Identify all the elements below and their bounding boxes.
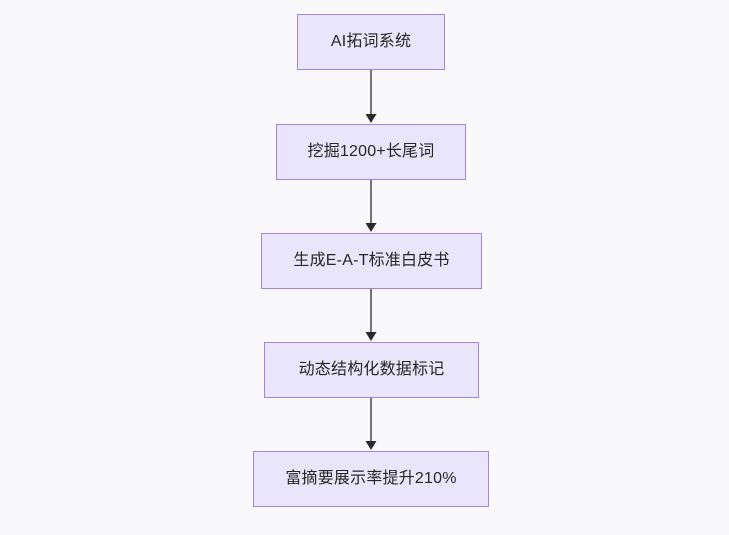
flow-node-generate-eat-whitepaper[interactable]: 生成E-A-T标准白皮书 bbox=[261, 233, 482, 289]
flow-node-label: 动态结构化数据标记 bbox=[298, 361, 445, 378]
arrow-down-icon bbox=[365, 223, 377, 232]
arrow-down-icon bbox=[365, 332, 377, 341]
edge-n3-n4 bbox=[365, 289, 377, 341]
edge-n4-n5 bbox=[365, 398, 377, 450]
flow-node-mine-longtail-keywords[interactable]: 挖掘1200+长尾词 bbox=[276, 124, 466, 180]
arrow-down-icon bbox=[365, 114, 377, 123]
edge-n2-n3 bbox=[365, 180, 377, 232]
flow-node-label: AI拓词系统 bbox=[330, 33, 412, 50]
flow-node-rich-snippet-rate-increase[interactable]: 富摘要展示率提升210% bbox=[253, 451, 489, 507]
flow-node-label: 富摘要展示率提升210% bbox=[285, 470, 457, 487]
flow-node-dynamic-structured-data-markup[interactable]: 动态结构化数据标记 bbox=[264, 342, 479, 398]
flow-node-ai-keyword-system[interactable]: AI拓词系统 bbox=[297, 14, 445, 70]
arrow-down-icon bbox=[365, 441, 377, 450]
edge-n1-n2 bbox=[365, 70, 377, 123]
flow-node-label: 挖掘1200+长尾词 bbox=[307, 143, 435, 160]
flow-node-label: 生成E-A-T标准白皮书 bbox=[293, 252, 450, 269]
